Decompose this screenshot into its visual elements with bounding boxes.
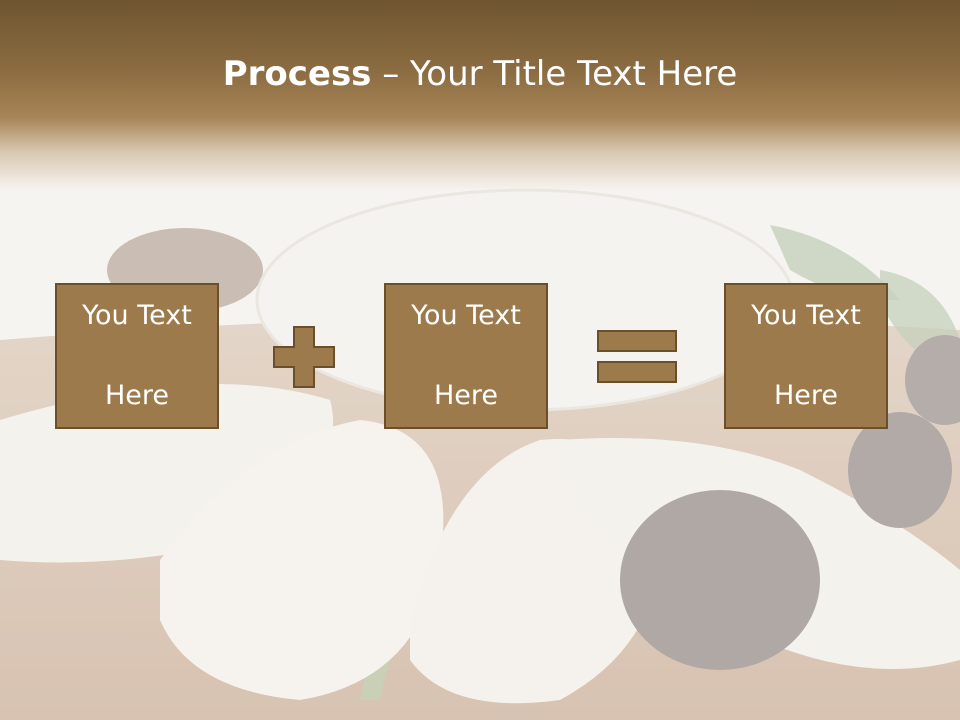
slide-title: Process – Your Title Text Here bbox=[0, 52, 960, 96]
title-rest: – Your Title Text Here bbox=[371, 54, 738, 94]
plus-icon bbox=[273, 326, 335, 388]
title-bold: Process bbox=[222, 54, 372, 94]
equals-icon bbox=[597, 330, 677, 383]
header-band bbox=[0, 0, 960, 190]
